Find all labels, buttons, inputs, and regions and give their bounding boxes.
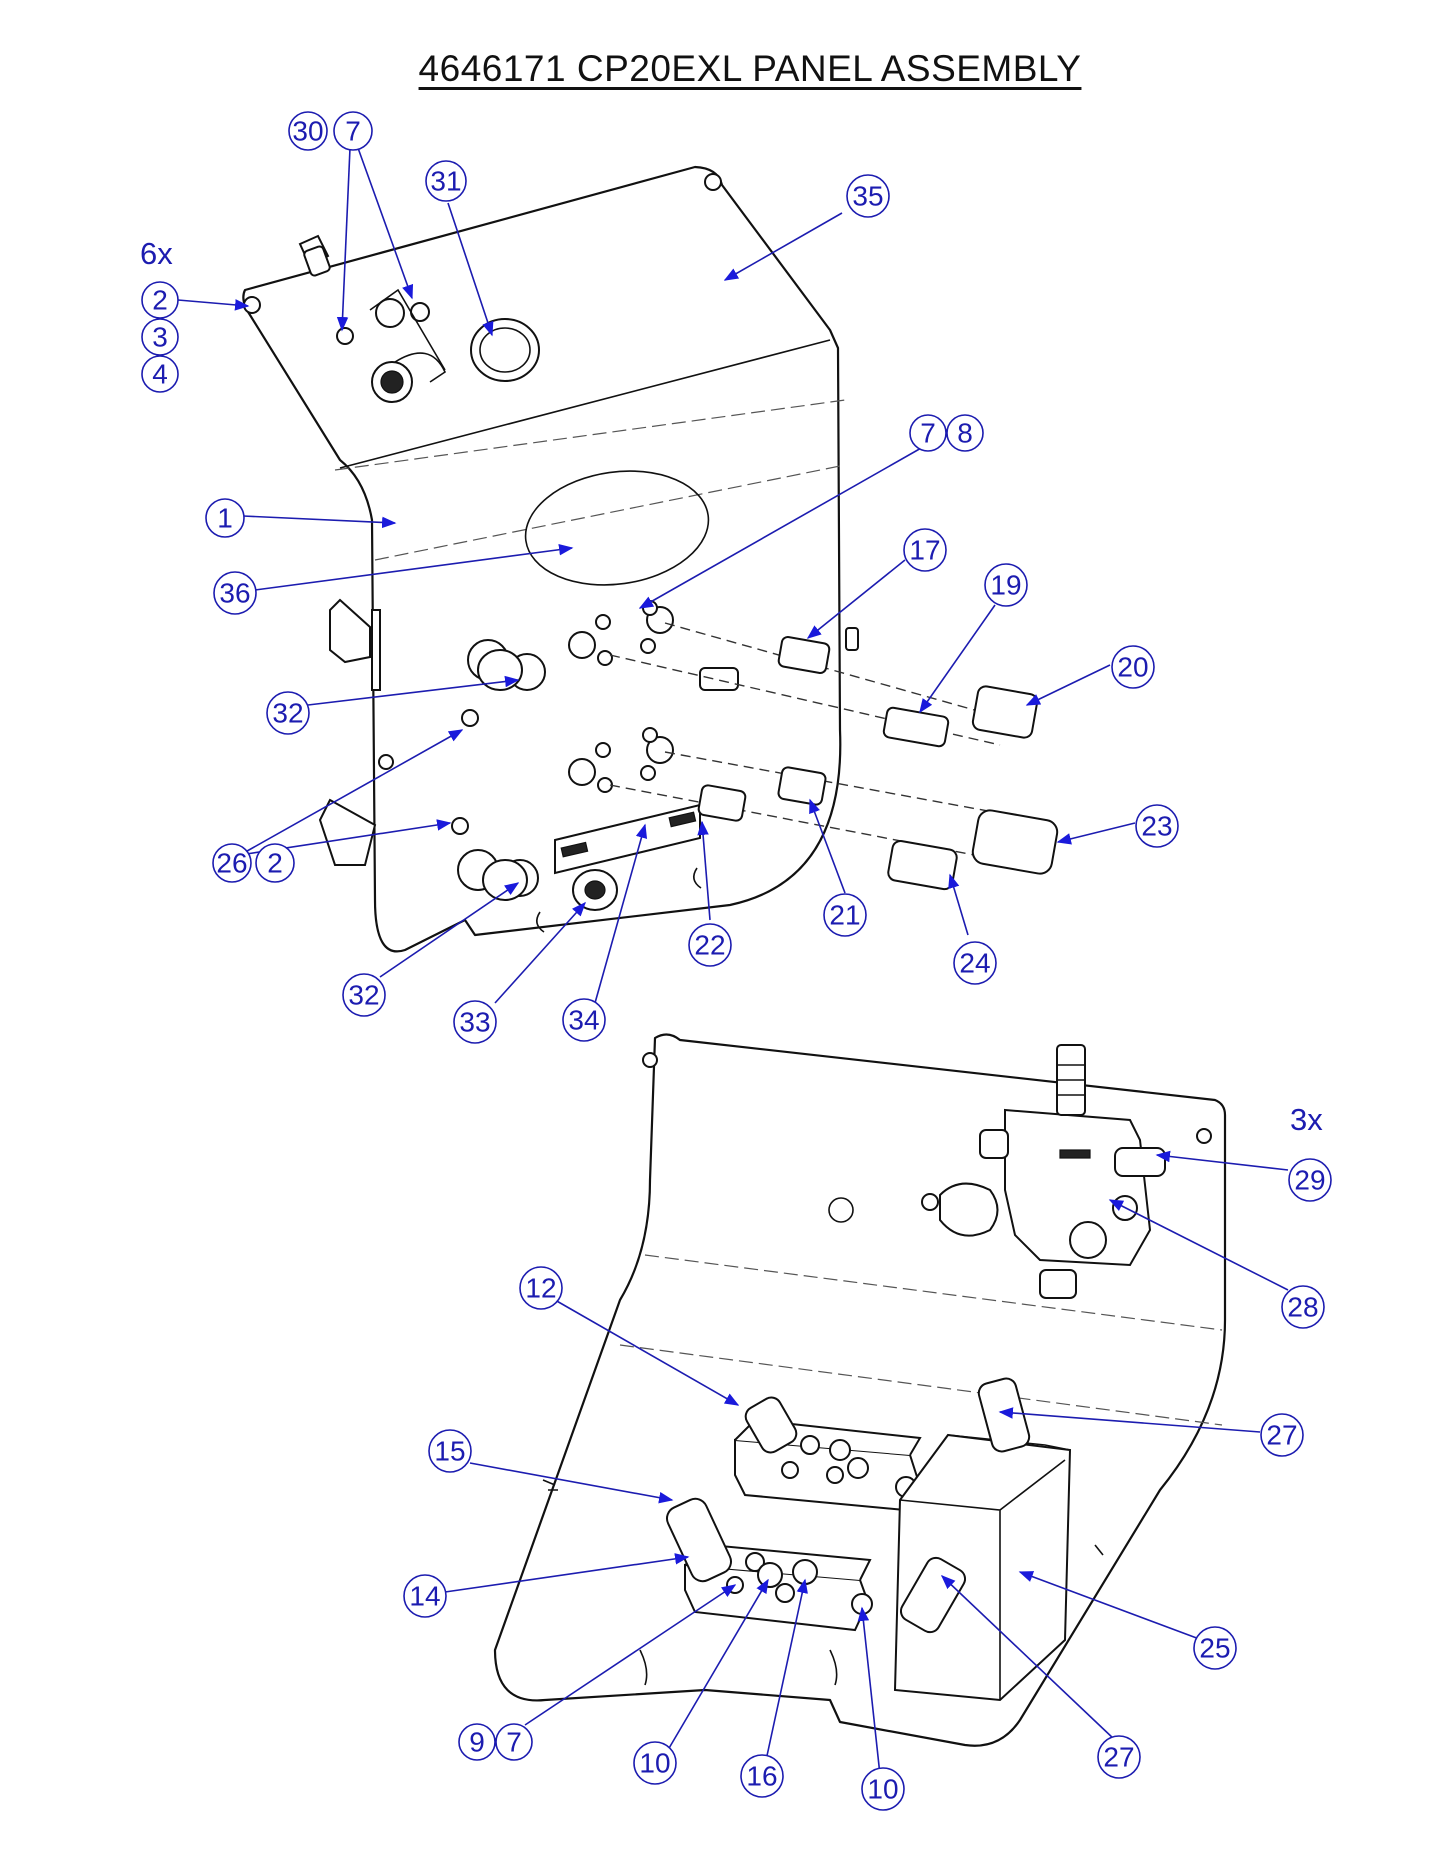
svg-text:7: 7 bbox=[345, 116, 361, 147]
balloon-7: 7 bbox=[909, 414, 947, 452]
balloon-25: 25 bbox=[1193, 1626, 1237, 1670]
svg-text:27: 27 bbox=[1266, 1420, 1297, 1451]
svg-text:15: 15 bbox=[434, 1436, 465, 1467]
qty-6x-text: 6x bbox=[140, 236, 173, 271]
balloon-2: 2 bbox=[141, 281, 179, 319]
balloon-10: 10 bbox=[633, 1741, 677, 1785]
balloon-1: 1 bbox=[205, 498, 245, 538]
svg-text:30: 30 bbox=[292, 116, 323, 147]
svg-text:1: 1 bbox=[217, 503, 233, 534]
svg-text:14: 14 bbox=[409, 1581, 440, 1612]
svg-text:2: 2 bbox=[152, 285, 168, 316]
balloon-32: 32 bbox=[266, 691, 310, 735]
balloon-36: 36 bbox=[213, 571, 257, 615]
upper-panel bbox=[242, 165, 1059, 953]
svg-text:10: 10 bbox=[867, 1774, 898, 1805]
svg-text:29: 29 bbox=[1294, 1165, 1325, 1196]
svg-text:10: 10 bbox=[639, 1748, 670, 1779]
leader-lines bbox=[177, 147, 1289, 1776]
balloon-27: 27 bbox=[1097, 1735, 1141, 1779]
svg-text:31: 31 bbox=[430, 166, 461, 197]
svg-text:7: 7 bbox=[506, 1727, 522, 1758]
svg-text:36: 36 bbox=[219, 578, 250, 609]
balloon-24: 24 bbox=[953, 941, 997, 985]
svg-text:20: 20 bbox=[1117, 652, 1148, 683]
balloon-28: 28 bbox=[1281, 1285, 1325, 1329]
balloon-21: 21 bbox=[823, 893, 867, 937]
balloon-31: 31 bbox=[425, 160, 467, 202]
balloon-10: 10 bbox=[861, 1767, 905, 1811]
svg-text:4: 4 bbox=[152, 359, 168, 390]
svg-text:2: 2 bbox=[267, 848, 283, 879]
svg-text:19: 19 bbox=[990, 570, 1021, 601]
balloon-33: 33 bbox=[453, 1000, 497, 1044]
balloon-32: 32 bbox=[342, 973, 386, 1017]
balloon-16: 16 bbox=[740, 1754, 784, 1798]
svg-text:21: 21 bbox=[829, 900, 860, 931]
svg-text:23: 23 bbox=[1141, 811, 1172, 842]
balloon-7: 7 bbox=[333, 111, 373, 151]
svg-text:16: 16 bbox=[746, 1761, 777, 1792]
svg-text:3: 3 bbox=[152, 322, 168, 353]
balloon-8: 8 bbox=[946, 414, 984, 452]
svg-text:7: 7 bbox=[920, 418, 936, 449]
svg-text:26: 26 bbox=[216, 848, 247, 879]
svg-text:24: 24 bbox=[959, 948, 990, 979]
svg-text:35: 35 bbox=[852, 181, 883, 212]
balloon-35: 35 bbox=[846, 174, 890, 218]
svg-text:8: 8 bbox=[957, 418, 973, 449]
svg-text:12: 12 bbox=[525, 1273, 556, 1304]
drawing-title: 4646171 CP20EXL PANEL ASSEMBLY bbox=[418, 48, 1082, 89]
svg-text:33: 33 bbox=[459, 1007, 490, 1038]
balloon-9: 9 bbox=[458, 1723, 496, 1761]
balloon-34: 34 bbox=[562, 998, 606, 1042]
balloon-17: 17 bbox=[903, 528, 947, 572]
balloon-15: 15 bbox=[428, 1429, 472, 1473]
svg-text:28: 28 bbox=[1287, 1292, 1318, 1323]
svg-text:32: 32 bbox=[348, 980, 379, 1011]
balloon-14: 14 bbox=[403, 1574, 447, 1618]
balloon-23: 23 bbox=[1135, 804, 1179, 848]
svg-text:32: 32 bbox=[272, 698, 303, 729]
lower-panel bbox=[493, 1033, 1227, 1747]
balloon-20: 20 bbox=[1111, 645, 1155, 689]
svg-text:9: 9 bbox=[469, 1727, 485, 1758]
balloon-29: 29 bbox=[1288, 1158, 1332, 1202]
svg-text:22: 22 bbox=[694, 930, 725, 961]
svg-text:17: 17 bbox=[909, 535, 940, 566]
balloon-3: 3 bbox=[141, 318, 179, 356]
balloon-26: 26 bbox=[212, 843, 252, 883]
svg-text:25: 25 bbox=[1199, 1633, 1230, 1664]
balloon-19: 19 bbox=[984, 563, 1028, 607]
balloon-7: 7 bbox=[495, 1723, 533, 1761]
balloon-22: 22 bbox=[688, 923, 732, 967]
balloon-27: 27 bbox=[1260, 1413, 1304, 1457]
qty-3x-text: 3x bbox=[1290, 1102, 1323, 1137]
balloon-2: 2 bbox=[255, 843, 295, 883]
svg-text:27: 27 bbox=[1103, 1742, 1134, 1773]
balloon-4: 4 bbox=[141, 355, 179, 393]
balloon-30: 30 bbox=[288, 111, 328, 151]
balloon-12: 12 bbox=[519, 1266, 563, 1310]
svg-text:34: 34 bbox=[568, 1005, 599, 1036]
